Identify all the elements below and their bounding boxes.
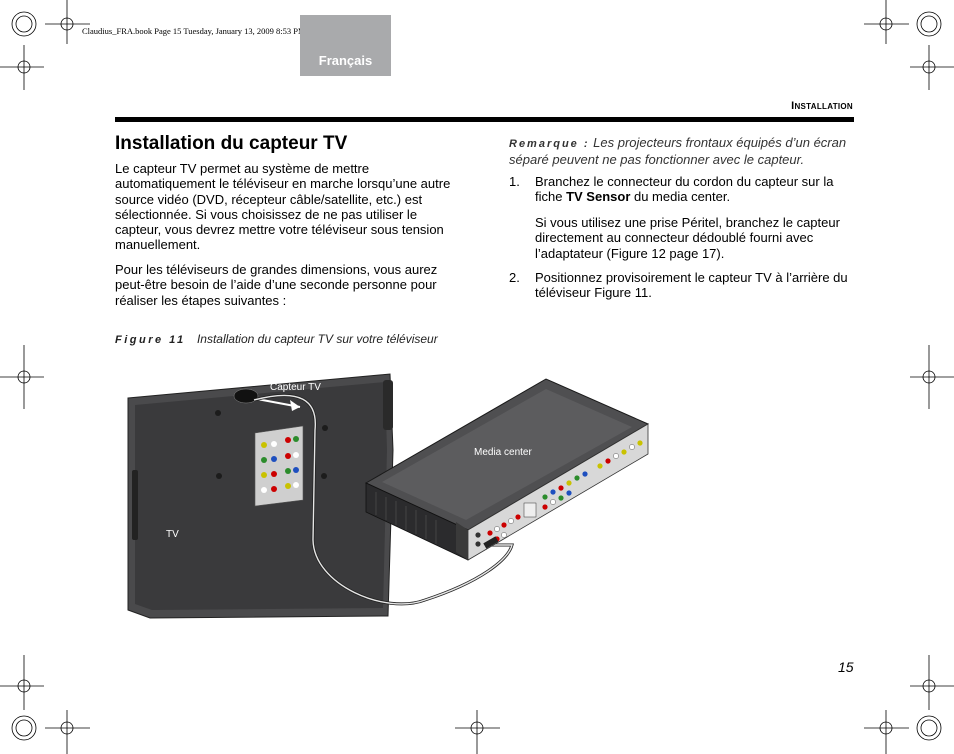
tv-label: TV xyxy=(166,529,179,540)
step-item: 1. Branchez le connecteur du cordon du c… xyxy=(509,174,854,205)
note-label: Remarque : xyxy=(509,138,590,150)
sensor-label: Capteur TV xyxy=(270,382,321,393)
header-rule xyxy=(115,117,854,122)
figure-caption: Figure 11 Installation du capteur TV sur… xyxy=(115,332,438,346)
step-highlight: TV Sensor xyxy=(566,189,631,205)
step-text: Branchez le connecteur du cordon du capt… xyxy=(535,174,854,205)
note: Remarque : Les projecteurs frontaux équi… xyxy=(509,135,859,168)
step-text-part: du media center. xyxy=(630,189,731,205)
step-text-part: Branchez le connecteur du cordon du capt… xyxy=(535,174,834,205)
media-center-illustration xyxy=(364,378,650,561)
media-center-label: Media center xyxy=(474,447,532,458)
intro-paragraph: Pour les téléviseurs de grandes dimensio… xyxy=(115,262,438,308)
step-subtext: Si vous utilisez une prise Péritel, bran… xyxy=(535,215,840,261)
print-info: Claudius_FRA.book Page 15 Tuesday, Janua… xyxy=(82,26,306,36)
step-item: 2. Positionnez provisoirement le capteur… xyxy=(509,270,854,301)
section-header-text: Installation xyxy=(791,100,853,112)
note-text: Les projecteurs frontaux équipés d’un éc… xyxy=(509,135,847,168)
step-text: Positionnez provisoirement le capteur TV… xyxy=(535,270,848,301)
page-title: Installation du capteur TV xyxy=(115,133,348,154)
page-number: 15 xyxy=(838,659,854,675)
language-tab-label: Français xyxy=(318,53,373,68)
language-tab: Français xyxy=(300,15,391,76)
tv-illustration xyxy=(127,373,394,619)
figure-caption-text: Installation du capteur TV sur votre tél… xyxy=(196,332,438,346)
step-number: 2. xyxy=(509,270,520,285)
figure-label: Figure 11 xyxy=(115,334,186,346)
section-header: Installation xyxy=(791,100,853,112)
step-number: 1. xyxy=(509,174,520,189)
intro-paragraph: Le capteur TV permet au système de mettr… xyxy=(115,161,451,253)
